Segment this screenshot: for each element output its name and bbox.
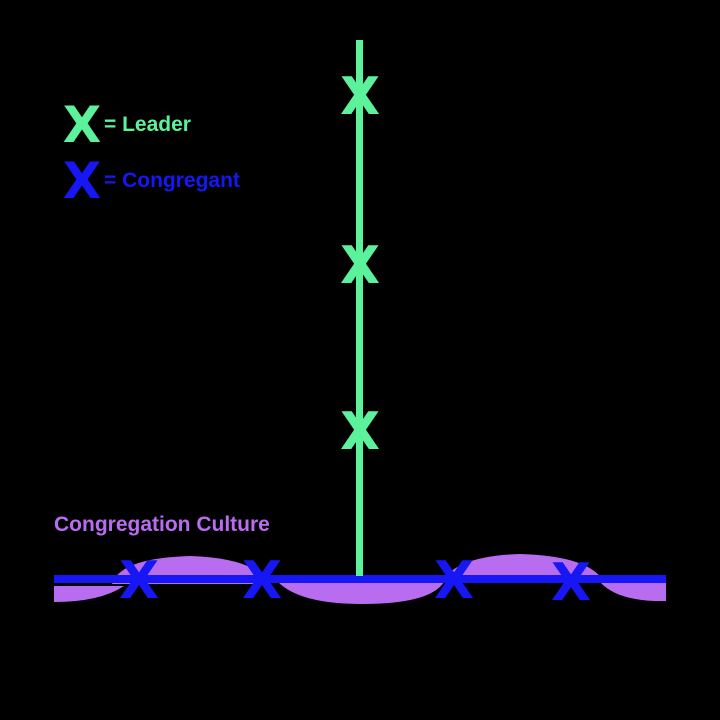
legend-leader: X = Leader [60, 100, 191, 150]
congregant-legend-label: = Congregant [104, 169, 240, 192]
leader-mark: X [339, 67, 381, 127]
culture-blob-2 [278, 582, 444, 604]
culture-blob-left-edge [54, 586, 124, 602]
congregant-mark: X [118, 551, 160, 611]
culture-label: Congregation Culture [54, 513, 270, 536]
congregation-line [54, 575, 666, 583]
culture-blob-right-edge [600, 582, 666, 602]
leader-legend-symbol: X [62, 96, 102, 154]
leadership-line [356, 40, 363, 576]
legend-congregant: X = Congregant [60, 156, 240, 206]
congregant-mark: X [241, 551, 283, 611]
leader-mark: X [339, 402, 381, 462]
congregant-legend-symbol: X [62, 152, 102, 210]
congregant-mark: X [550, 553, 592, 613]
leader-mark: X [339, 236, 381, 296]
leader-legend-label: = Leader [104, 113, 191, 136]
congregant-mark: X [433, 551, 475, 611]
